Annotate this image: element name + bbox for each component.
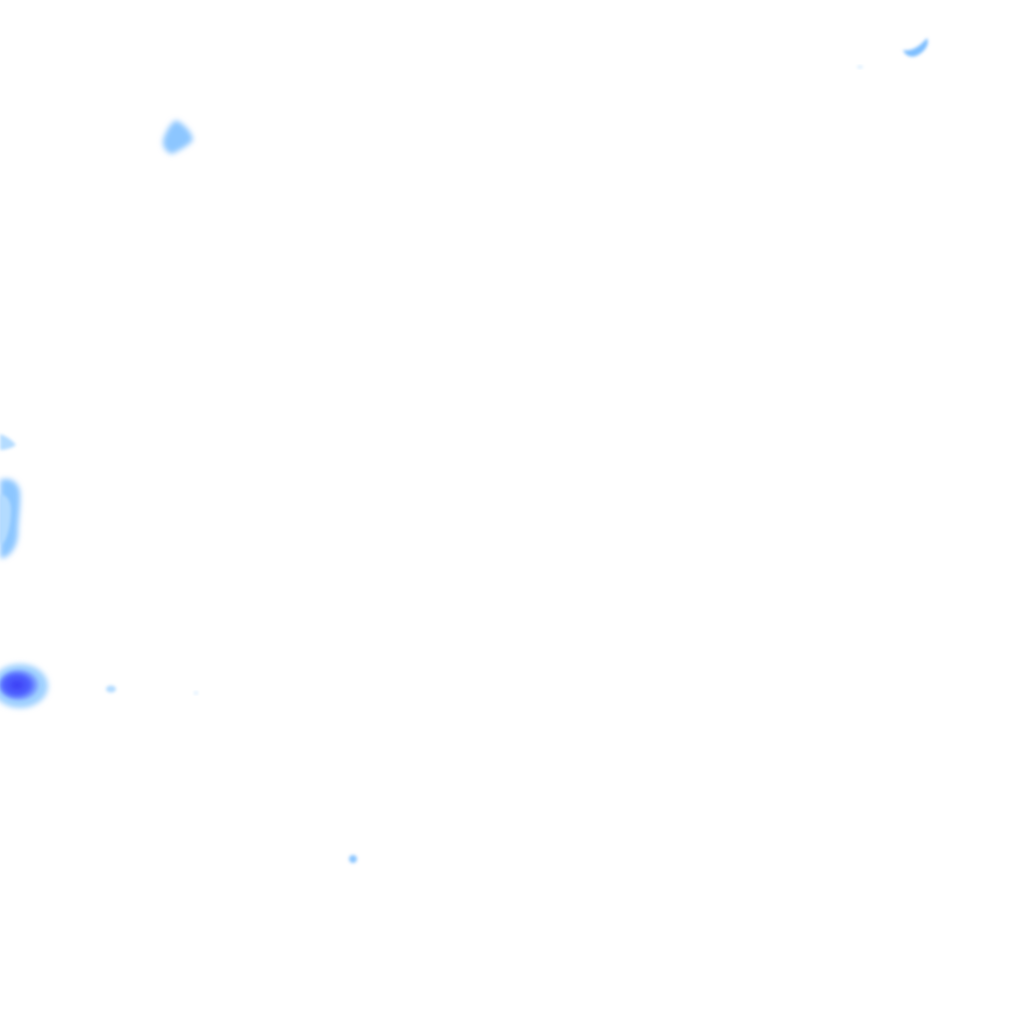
radar-cell-upper-left xyxy=(162,120,193,154)
radar-cell-speck-bottom xyxy=(349,855,357,863)
radar-cell-speck-faint xyxy=(194,691,198,695)
radar-cell-top-right xyxy=(903,38,928,57)
radar-cell-left-edge-middle-core xyxy=(0,494,11,544)
radar-cell-speck-left xyxy=(106,685,116,693)
radar-cell-left-edge-lower-core xyxy=(0,670,39,700)
radar-cell-speck-top-right-faint xyxy=(857,65,863,69)
radar-cell-left-edge-upper xyxy=(0,434,16,450)
